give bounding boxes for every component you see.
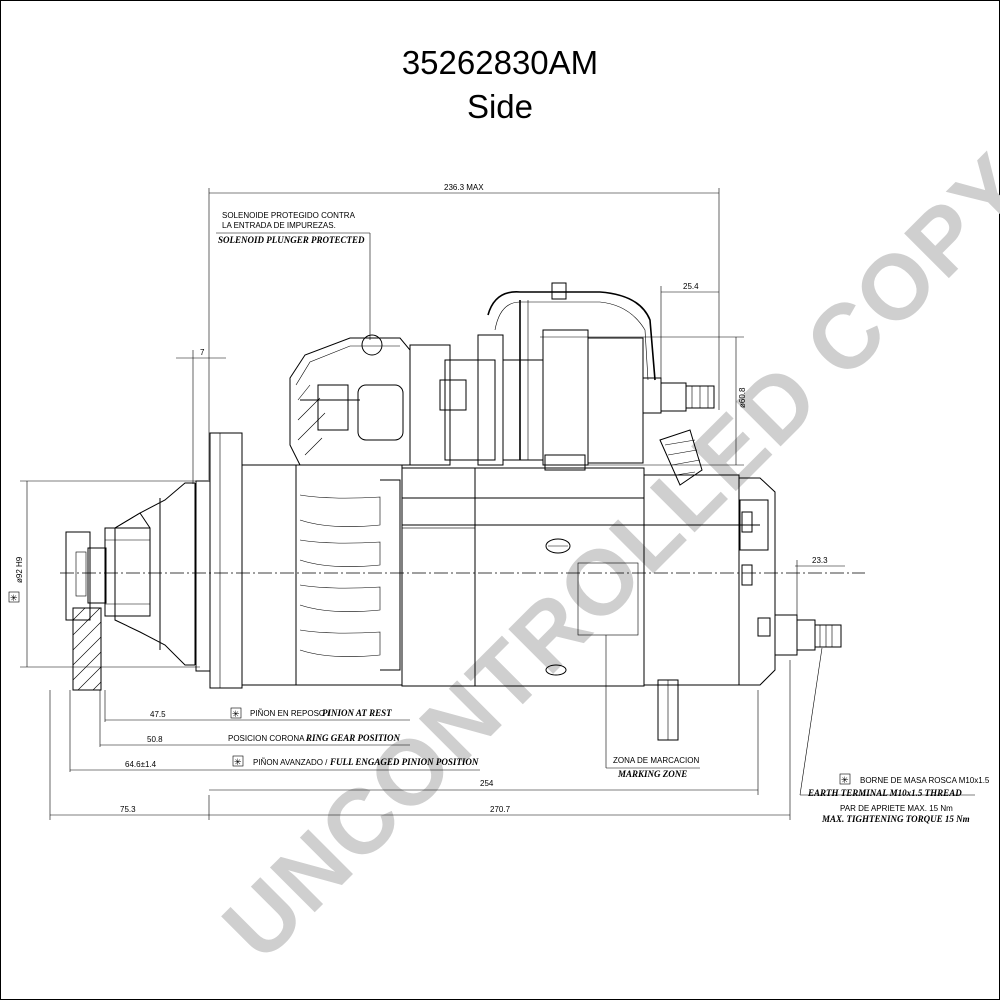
watermark-text: UNCONTROLLED COPY [204, 135, 1000, 979]
svg-text:✳: ✳ [232, 709, 240, 719]
dimension-height-60-8: ø60.8 [540, 336, 747, 466]
note-text: POSICION CORONA / [228, 734, 309, 743]
note-text: PIÑON EN REPOSO / [250, 709, 330, 718]
dimension-terminal-25-4: 25.4 [660, 282, 719, 400]
note-text: SOLENOID PLUNGER PROTECTED [218, 235, 365, 245]
note-text: PIÑON AVANZADO / [253, 758, 328, 767]
dim-label: 25.4 [683, 282, 699, 291]
dimension-earth-23-3: 23.3 [795, 556, 845, 615]
dim-label: 75.3 [120, 805, 136, 814]
svg-text:✳: ✳ [841, 775, 849, 785]
dim-label: ø60.8 [738, 387, 747, 408]
dim-label: 47.5 [150, 710, 166, 719]
dimension-pilot-diameter: ø92 H9 ✳ [8, 480, 200, 668]
note-text: MARKING ZONE [617, 769, 687, 779]
dimension-pinion-rest: 47.5 ✳ PIÑON EN REPOSO / PINION AT REST [104, 690, 410, 722]
note-text: LA ENTRADA DE IMPUREZAS. [222, 221, 336, 230]
dim-label: 7 [200, 348, 205, 357]
dim-label: ø92 H9 [15, 556, 24, 583]
note-text: BORNE DE MASA ROSCA M10x1.5 [860, 776, 990, 785]
dimension-overall-max: 236.3 MAX [208, 183, 720, 480]
dimension-length-254: 254 [209, 690, 759, 795]
dimension-pinion-engaged: 64.6±1.4 ✳ PIÑON AVANZADO / FULL ENGAGED… [69, 690, 480, 772]
solenoid-note: SOLENOIDE PROTEGIDO CONTRA LA ENTRADA DE… [216, 211, 371, 340]
dimension-length-270-7: 75.3 270.7 [49, 660, 791, 820]
dim-label: 236.3 MAX [444, 183, 484, 192]
earth-terminal-note: ✳ BORNE DE MASA ROSCA M10x1.5 EARTH TERM… [799, 647, 990, 824]
view-subtitle: Side [466, 88, 534, 125]
marking-zone-note: ZONA DE MARCACION MARKING ZONE [605, 635, 700, 779]
note-text: PINION AT REST [322, 708, 392, 718]
dim-label: 254 [480, 779, 494, 788]
dimension-offset-7: 7 [176, 348, 226, 484]
note-text: ZONA DE MARCACION [613, 756, 699, 765]
part-number-title: 35262830AM [401, 44, 599, 81]
dim-label: 50.8 [147, 735, 163, 744]
dim-label: 64.6±1.4 [125, 760, 157, 769]
note-text: RING GEAR POSITION [305, 733, 401, 743]
dim-label: 270.7 [490, 805, 511, 814]
note-text: EARTH TERMINAL M10x1.5 THREAD [807, 788, 962, 798]
note-text: SOLENOIDE PROTEGIDO CONTRA [222, 211, 356, 220]
dimension-ring-gear: 50.8 POSICION CORONA / RING GEAR POSITIO… [99, 690, 410, 747]
note-text: FULL ENGAGED PINION POSITION [329, 757, 479, 767]
dim-label: 23.3 [812, 556, 828, 565]
note-text: PAR DE APRIETE MAX. 15 Nm [840, 804, 953, 813]
svg-text:✳: ✳ [10, 593, 18, 603]
svg-text:✳: ✳ [234, 757, 242, 767]
note-text: MAX. TIGHTENING TORQUE 15 Nm [821, 814, 970, 824]
starter-motor-body [60, 282, 865, 741]
